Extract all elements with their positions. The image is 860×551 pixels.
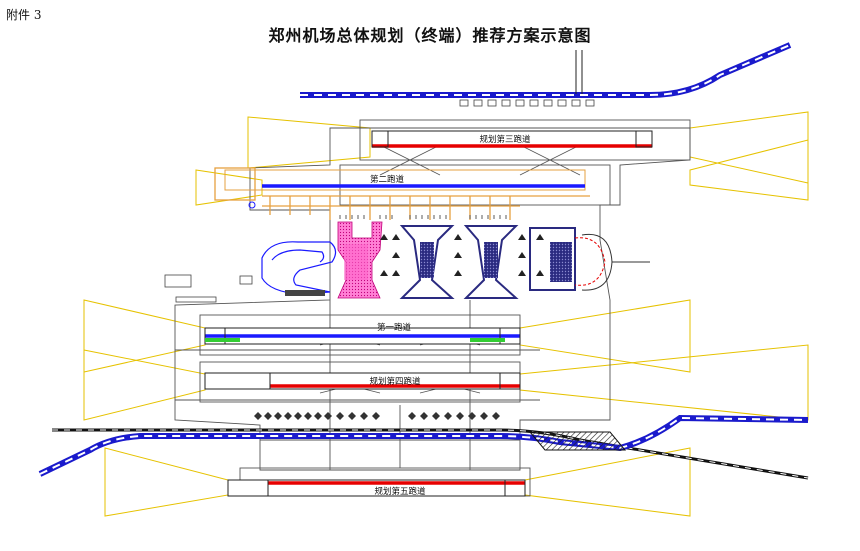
runway-4: 规划第四跑道 [204, 372, 521, 390]
apron-buildings-top [459, 99, 595, 107]
approach-zones [83, 111, 809, 517]
cargo-stands-row [254, 412, 500, 420]
runway-3-label: 规划第三跑道 [479, 134, 531, 145]
runway-5-label: 规划第五跑道 [374, 486, 426, 497]
runway-3: 规划第三跑道 [371, 130, 653, 148]
highway-bottom [38, 414, 809, 477]
runway-5: 规划第五跑道 [227, 479, 526, 497]
apron-stands-row [339, 215, 507, 219]
runway-1-label: 第一跑道 [377, 322, 412, 333]
terminal-t2-west [261, 241, 337, 296]
terminal-t4 [463, 225, 519, 299]
highway-top [300, 42, 792, 98]
compass-icon [248, 201, 256, 209]
rail-station [528, 431, 627, 451]
runway-1: 第一跑道 [204, 322, 521, 345]
ancillary-buildings-west [164, 274, 253, 303]
runway-2-label: 第二跑道 [370, 174, 405, 185]
aircraft-stands [380, 234, 544, 276]
diagram-title: 郑州机场总体规划（终端）推荐方案示意图 [268, 26, 592, 45]
attachment-label: 附件 3 [6, 8, 42, 22]
terminal-t1 [337, 221, 383, 299]
runway-4-label: 规划第四跑道 [369, 376, 421, 387]
orange-taxiways [214, 167, 590, 220]
runway-2: 第二跑道 [224, 169, 586, 191]
terminal-t3 [399, 225, 455, 299]
terminal-t5 [529, 227, 650, 291]
